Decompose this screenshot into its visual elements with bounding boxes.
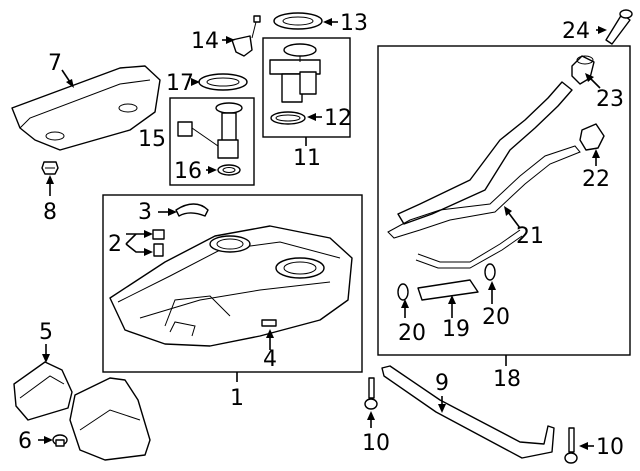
callout-13: 13 xyxy=(340,11,368,36)
callout-21: 21 xyxy=(516,224,544,249)
callout-12: 12 xyxy=(324,106,352,131)
tank-group-box xyxy=(102,194,363,373)
heat-shield-icon xyxy=(11,65,161,151)
fuel-cap-icon xyxy=(605,9,633,45)
pad-icon xyxy=(152,229,165,257)
callout-10-left: 10 xyxy=(362,431,390,456)
pushpin-icon xyxy=(52,434,68,447)
callout-3: 3 xyxy=(138,200,152,225)
callout-10-right: 10 xyxy=(596,435,624,460)
callout-2: 2 xyxy=(108,232,122,257)
tank-strap-icon xyxy=(381,365,555,459)
bolt-right-icon xyxy=(564,427,578,464)
callout-17: 17 xyxy=(166,71,194,96)
callout-20-right: 20 xyxy=(482,305,510,330)
callout-22: 22 xyxy=(582,167,610,192)
callout-11: 11 xyxy=(293,146,321,171)
seal-16-icon xyxy=(217,164,241,176)
callout-6: 6 xyxy=(18,429,32,454)
callout-5: 5 xyxy=(39,320,53,345)
leader-lines xyxy=(38,18,607,450)
callout-7: 7 xyxy=(48,51,62,76)
lower-heat-shield-icon xyxy=(13,361,151,461)
callout-23: 23 xyxy=(596,87,624,112)
callout-18: 18 xyxy=(493,367,521,392)
fuel-sender-icon xyxy=(177,102,243,159)
callout-20-left: 20 xyxy=(398,321,426,346)
sender-group-box-15 xyxy=(169,97,255,186)
lock-ring-17-icon xyxy=(198,73,248,91)
callout-1: 1 xyxy=(230,386,244,411)
callout-14: 14 xyxy=(191,29,219,54)
insulator-icon xyxy=(175,203,209,217)
fuel-hose-icon xyxy=(417,279,479,301)
filler-pipe-icon xyxy=(387,81,581,269)
callout-19: 19 xyxy=(442,317,470,342)
sender-unit-icon xyxy=(231,15,261,57)
fuel-pump-icon xyxy=(269,43,321,103)
callout-24: 24 xyxy=(562,19,590,44)
callout-16: 16 xyxy=(174,159,202,184)
callout-8: 8 xyxy=(43,200,57,225)
hose-clamp-right-icon xyxy=(484,263,496,281)
lock-ring-13-icon xyxy=(273,12,323,30)
filler-group-box-18 xyxy=(377,45,631,356)
callout-15: 15 xyxy=(138,127,166,152)
callout-4: 4 xyxy=(263,347,277,372)
fuel-tank-icon xyxy=(109,225,353,347)
seal-12-icon xyxy=(270,111,306,125)
clip-icon xyxy=(41,161,59,175)
hose-clamp-left-icon xyxy=(397,283,409,301)
callout-9: 9 xyxy=(435,371,449,396)
check-valve-icon xyxy=(579,123,605,151)
bolt-icon xyxy=(364,377,378,410)
